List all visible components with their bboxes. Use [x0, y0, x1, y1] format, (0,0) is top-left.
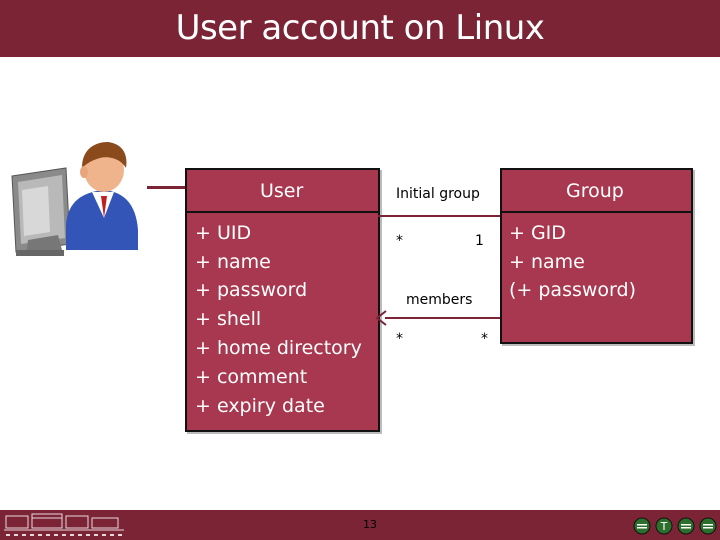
- user-attr-expiry-date: + expiry date: [195, 395, 325, 417]
- group-class-divider: [500, 211, 693, 213]
- user-attr-shell: + shell: [195, 308, 262, 330]
- initial-group-user-multiplicity: *: [396, 233, 403, 249]
- user-attr-uid: + UID: [195, 222, 252, 244]
- user-attr-comment: + comment: [195, 366, 308, 388]
- initial-group-group-multiplicity: 1: [475, 233, 484, 249]
- user-attr-password: + password: [195, 279, 308, 301]
- members-label: members: [406, 292, 473, 308]
- user-at-computer-icon: [11, 142, 138, 256]
- title-bar: [0, 0, 720, 57]
- group-class-box: [500, 168, 693, 344]
- person-connector-line: [147, 186, 187, 189]
- group-attr-password: (+ password): [509, 279, 636, 301]
- university-logo-icon: [4, 513, 124, 536]
- members-user-multiplicity: *: [396, 331, 403, 347]
- group-attr-gid: + GID: [509, 222, 566, 244]
- initial-group-label: Initial group: [396, 186, 480, 202]
- user-attr-name: + name: [195, 251, 271, 273]
- user-class-name: User: [260, 180, 304, 202]
- user-attr-home-directory: + home directory: [195, 337, 362, 359]
- footer-nav-icons[interactable]: T: [630, 512, 720, 538]
- members-arrowhead: [375, 310, 387, 326]
- members-group-multiplicity: *: [481, 331, 488, 347]
- slide-title: User account on Linux: [175, 8, 545, 48]
- svg-text:T: T: [660, 520, 668, 533]
- group-attr-name: + name: [509, 251, 585, 273]
- page-number: 13: [363, 518, 377, 531]
- group-class-name: Group: [566, 180, 624, 202]
- user-class-divider: [185, 211, 380, 213]
